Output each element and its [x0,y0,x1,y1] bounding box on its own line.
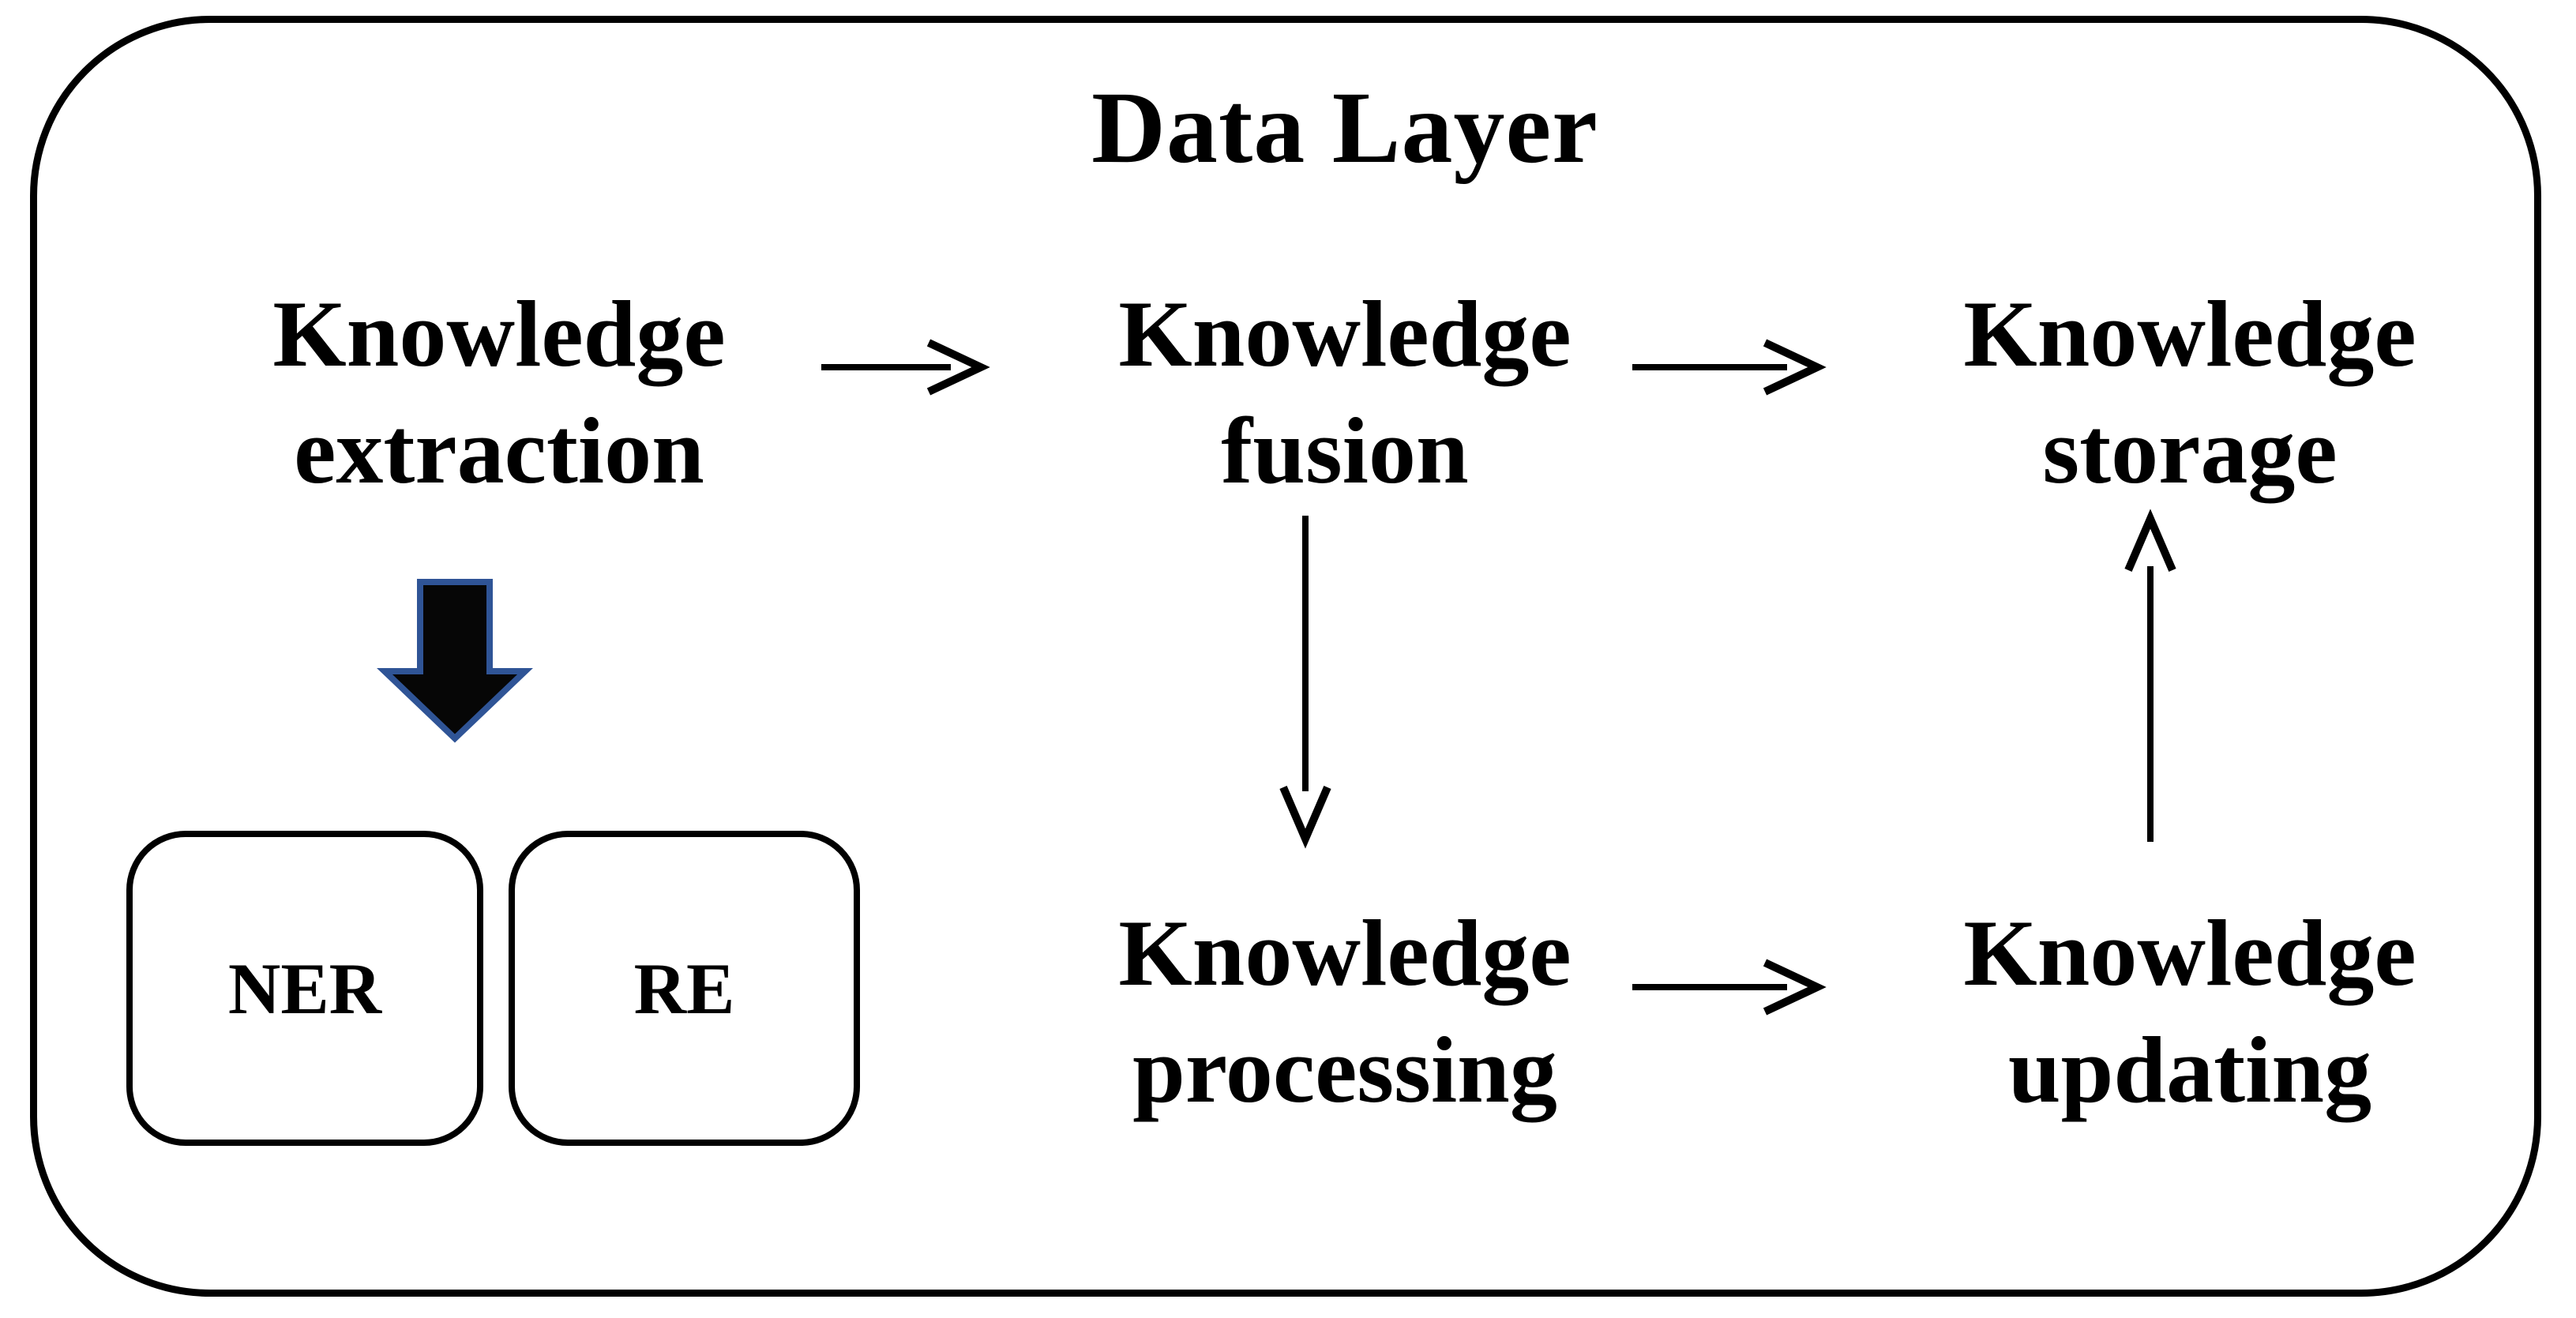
node-label-line: Knowledge [1118,281,1572,386]
node-knowledge-processing: Knowledge processing [1029,895,1661,1128]
data-layer-panel: Data Layer Knowledge extraction Knowledg… [30,16,2541,1297]
node-label-line: Knowledge [272,281,726,386]
node-label-line: processing [1132,1017,1557,1122]
re-box: RE [509,831,860,1146]
node-label-line: Knowledge [1963,281,2416,386]
node-knowledge-extraction: Knowledge extraction [183,276,815,509]
node-label-line: extraction [294,398,704,503]
node-label-line: Knowledge [1963,900,2416,1005]
arrow-fusion-to-storage [1632,339,1827,396]
node-label-line: fusion [1221,398,1469,503]
node-knowledge-updating: Knowledge updating [1874,895,2506,1128]
ner-label: NER [227,948,382,1029]
diagram-title: Data Layer [1091,71,1598,185]
arrow-fusion-to-processing [1279,516,1331,849]
node-label-line: Knowledge [1118,900,1572,1005]
re-label: RE [633,948,735,1029]
fat-down-arrow-icon [377,579,533,743]
arrow-extraction-to-fusion [821,339,990,396]
node-label-line: storage [2042,398,2338,503]
arrow-processing-to-updating [1632,959,1827,1016]
node-knowledge-fusion: Knowledge fusion [1029,276,1661,509]
arrow-updating-to-storage [2124,509,2176,842]
ner-box: NER [126,831,483,1146]
node-label-line: updating [2007,1017,2372,1122]
node-knowledge-storage: Knowledge storage [1874,276,2506,509]
